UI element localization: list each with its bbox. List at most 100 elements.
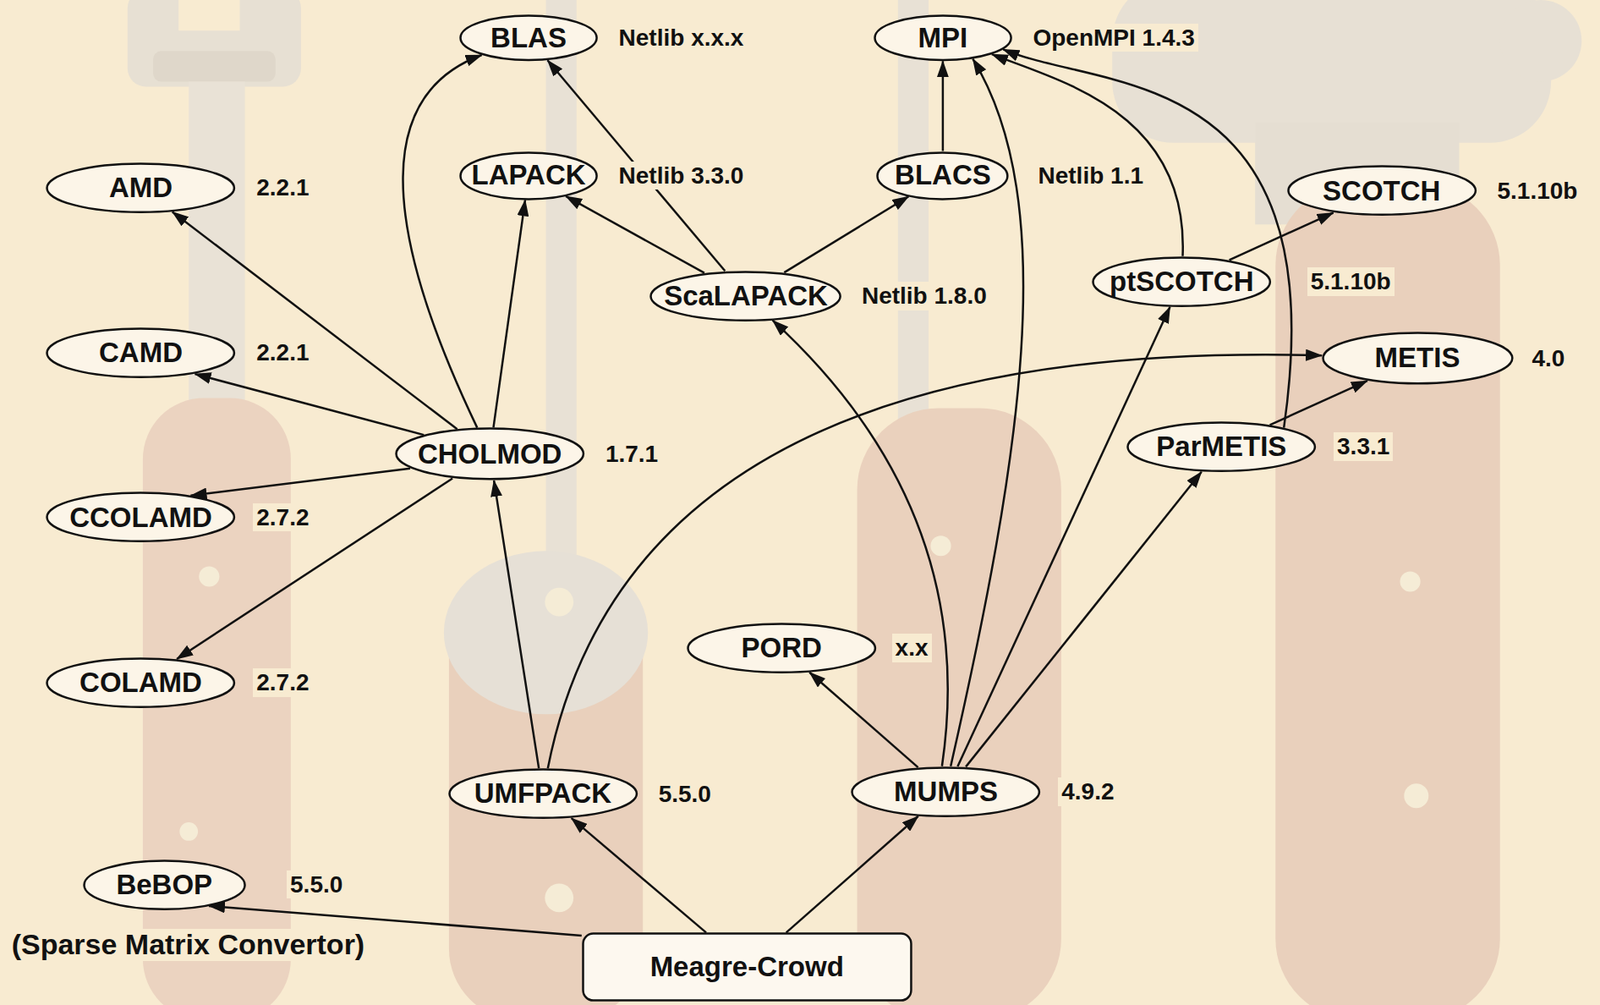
package-ellipse: ParMETIS (1126, 421, 1316, 472)
dependency-arrow (571, 817, 707, 932)
version-label: 5.5.0 (286, 870, 346, 899)
ellipse-outline (47, 328, 235, 378)
version-label: 5.1.10b (1307, 267, 1395, 296)
ellipse-outline (1128, 422, 1316, 472)
node-name: PORD (741, 631, 822, 664)
node-name: COLAMD (79, 666, 203, 699)
ellipse-outline (47, 657, 235, 707)
node-name: ScaLAPACK (663, 279, 828, 313)
version-label: 2.2.1 (252, 173, 313, 203)
dependency-arrow (772, 320, 948, 767)
version-label: x.x (892, 633, 932, 663)
dependency-arrow (547, 354, 1322, 768)
node-name: AMD (109, 171, 173, 204)
dependency-arrow (1002, 49, 1292, 428)
package-ellipse: LAPACK (459, 151, 598, 201)
ellipse-outline (877, 152, 1009, 199)
hammer-head (1112, 0, 1551, 143)
ellipse-outline (395, 428, 583, 480)
node-name: ParMETIS (1156, 430, 1287, 463)
dependency-arrow (783, 196, 909, 273)
package-ellipse: MUMPS (850, 766, 1041, 817)
rivet (930, 535, 951, 556)
version-label: 3.3.1 (1333, 432, 1393, 461)
ellipse-outline (449, 769, 636, 818)
screwdriver-ferrule (443, 550, 648, 714)
version-label: Netlib x.x.x (615, 23, 748, 53)
rivet (198, 565, 220, 587)
dependency-arrow (809, 672, 918, 768)
dependency-arrow (403, 54, 483, 428)
dependency-arrow (942, 60, 945, 151)
package-ellipse: METIS (1321, 331, 1514, 385)
dependency-arrow (493, 199, 527, 428)
start-box: Meagre-Crowd (581, 931, 913, 1002)
ellipse-outline (1093, 257, 1271, 306)
note-label: (Sparse Matrix Convertor) (8, 928, 369, 960)
package-ellipse: UMFPACK (448, 767, 638, 819)
node-name: Meagre-Crowd (650, 950, 844, 983)
ellipse-outline (651, 271, 841, 320)
ellipse-outline (83, 860, 245, 909)
rivet (1403, 783, 1429, 808)
package-ellipse: BLACS (876, 151, 1009, 201)
package-ellipse: MPI (873, 14, 1013, 61)
package-ellipse: ScaLAPACK (649, 270, 842, 322)
screwdriver-handle (857, 407, 1062, 1005)
wrench-head (127, 0, 302, 88)
node-name: LAPACK (471, 158, 587, 192)
version-label: 5.5.0 (655, 779, 715, 809)
screwdriver-shaft (898, 0, 929, 450)
package-ellipse: AMD (45, 162, 236, 214)
hammer-handle (1275, 183, 1500, 1005)
package-ellipse: CCOLAMD (45, 491, 236, 543)
version-label: 2.7.2 (252, 503, 313, 532)
ellipse-outline (874, 15, 1011, 60)
ellipse-outline (460, 152, 597, 199)
ellipse-outline (47, 163, 235, 212)
version-label: 4.9.2 (1057, 777, 1118, 806)
wrench-jaw (178, 0, 240, 31)
version-label: 2.7.2 (252, 668, 313, 697)
version-label: 5.1.10b (1493, 176, 1581, 206)
node-name: MUMPS (893, 775, 998, 808)
box-outline (582, 933, 911, 1001)
dependency-arrow (195, 373, 425, 435)
version-label: 4.0 (1528, 344, 1569, 373)
ellipse-outline (460, 15, 597, 60)
hammer-ball (1500, 0, 1583, 82)
rivet (544, 882, 574, 912)
ellipse-outline (1287, 166, 1475, 215)
dependency-arrow (565, 196, 705, 274)
dependency-arrow (191, 468, 411, 496)
screwdriver-shaft (546, 0, 577, 571)
package-ellipse: SCOTCH (1287, 164, 1477, 216)
package-ellipse: BeBOP (82, 859, 247, 910)
node-name: CHOLMOD (417, 438, 562, 471)
node-name: MPI (918, 21, 969, 55)
dependency-arrow (786, 816, 919, 933)
package-ellipse: BLAS (459, 14, 598, 61)
node-name: ptSCOTCH (1109, 265, 1254, 298)
node-name: BeBOP (115, 868, 213, 901)
node-name: CCOLAMD (69, 501, 213, 534)
wrench-knurl (153, 50, 276, 82)
version-label: 2.2.1 (252, 338, 313, 368)
version-label: 1.7.1 (602, 439, 662, 469)
version-label: Netlib 1.1 (1035, 161, 1147, 191)
node-name: METIS (1375, 341, 1461, 374)
node-name: CAMD (98, 336, 183, 369)
ellipse-outline (852, 767, 1040, 816)
package-ellipse: ptSCOTCH (1091, 256, 1272, 307)
ellipse-outline (688, 623, 876, 672)
package-ellipse: CAMD (45, 327, 236, 379)
version-label: OpenMPI 1.4.3 (1029, 23, 1198, 53)
node-name: BLAS (490, 21, 567, 55)
package-ellipse: COLAMD (45, 657, 236, 708)
package-ellipse: PORD (686, 622, 877, 674)
rivet (179, 821, 198, 841)
dependency-arrow (493, 480, 539, 768)
